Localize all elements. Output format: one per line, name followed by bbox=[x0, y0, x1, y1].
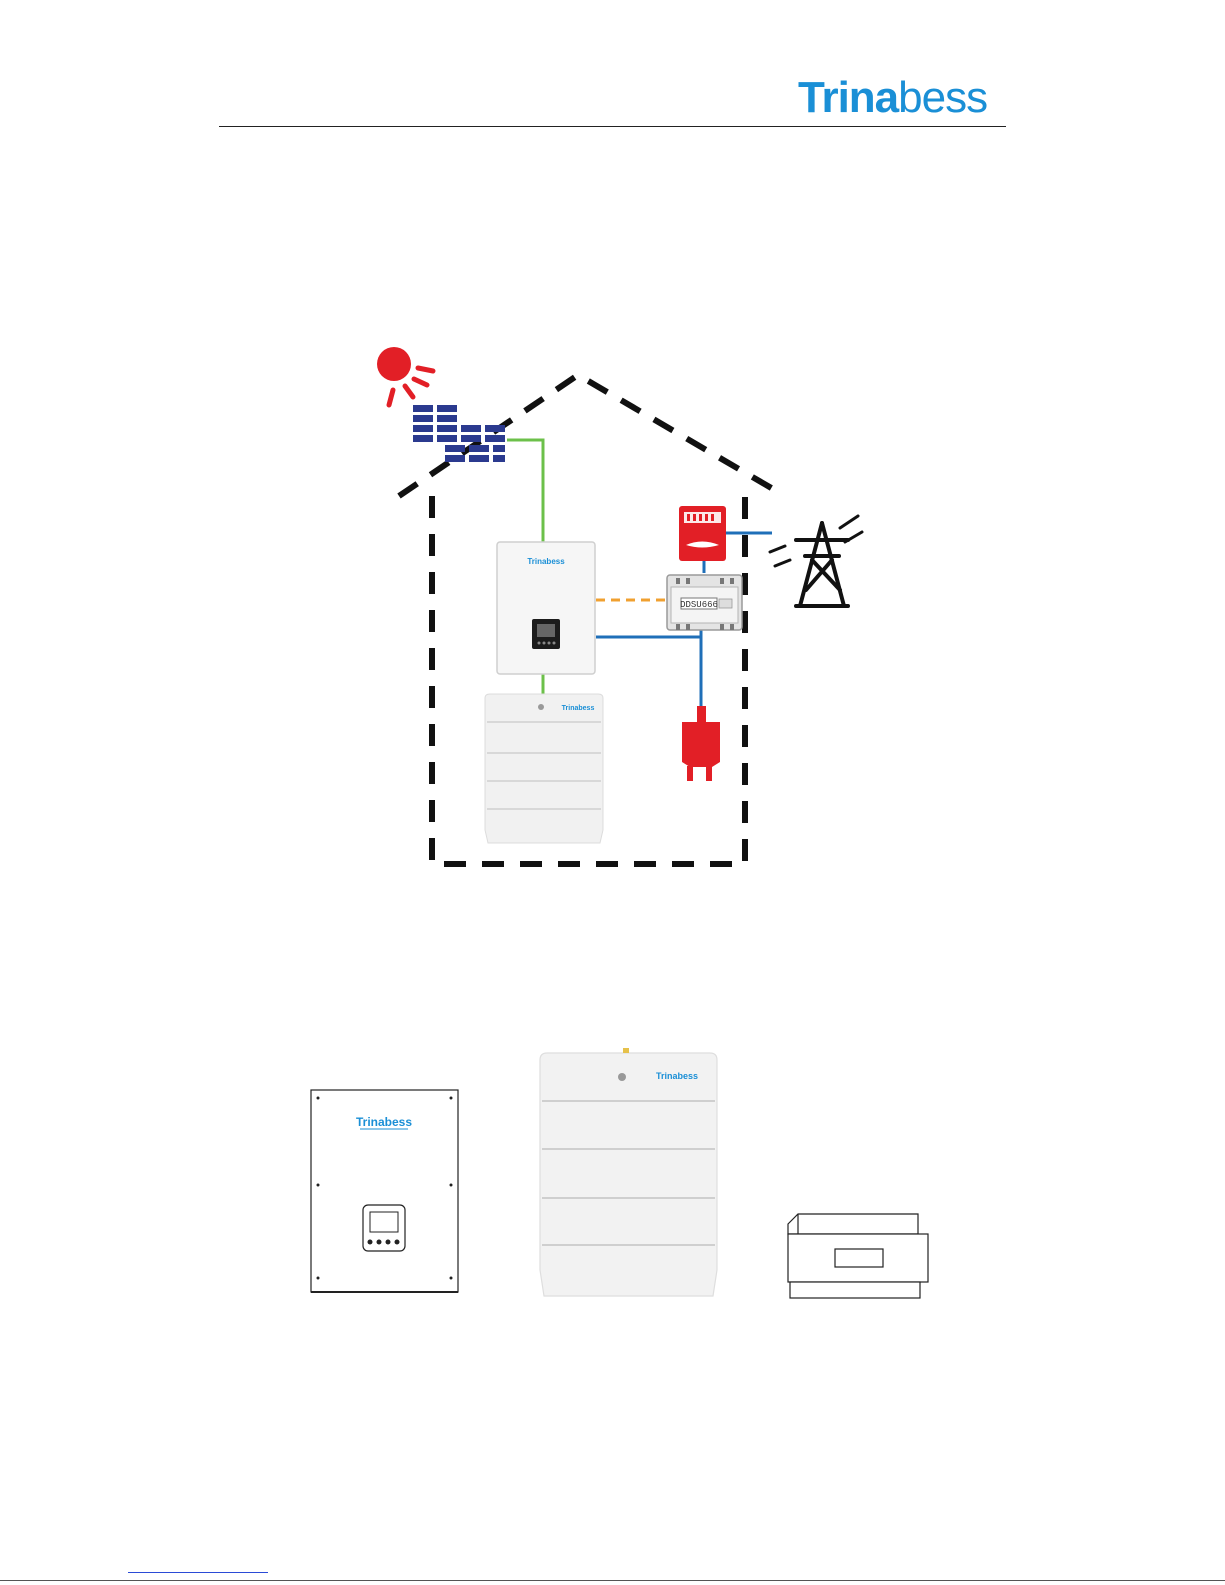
inverter-product-illustration: Trinabess bbox=[311, 1090, 458, 1292]
meter-display-text: DDSU666 bbox=[680, 600, 718, 610]
distribution-box-icon bbox=[679, 506, 726, 561]
transmission-tower-icon bbox=[770, 516, 862, 606]
meter-product-illustration bbox=[788, 1214, 928, 1298]
footer-link-underline bbox=[128, 1572, 268, 1573]
plug-icon bbox=[682, 706, 720, 781]
solar-panel-icon bbox=[413, 405, 505, 462]
inverter-product-brand: Trinabess bbox=[356, 1115, 412, 1129]
sun-icon bbox=[377, 347, 433, 405]
inverter-icon: Trinabess bbox=[497, 542, 595, 674]
battery-icon: Trinabess bbox=[485, 694, 603, 843]
svg-text:Trinabess: Trinabess bbox=[562, 705, 595, 712]
battery-product-brand: Trinabess bbox=[656, 1071, 698, 1081]
battery-product-illustration: Trinabess bbox=[540, 1048, 717, 1296]
footer-divider bbox=[0, 1580, 1225, 1581]
meter-icon: DDSU666 bbox=[667, 575, 742, 630]
inverter-small-brand: Trinabess bbox=[527, 557, 565, 566]
